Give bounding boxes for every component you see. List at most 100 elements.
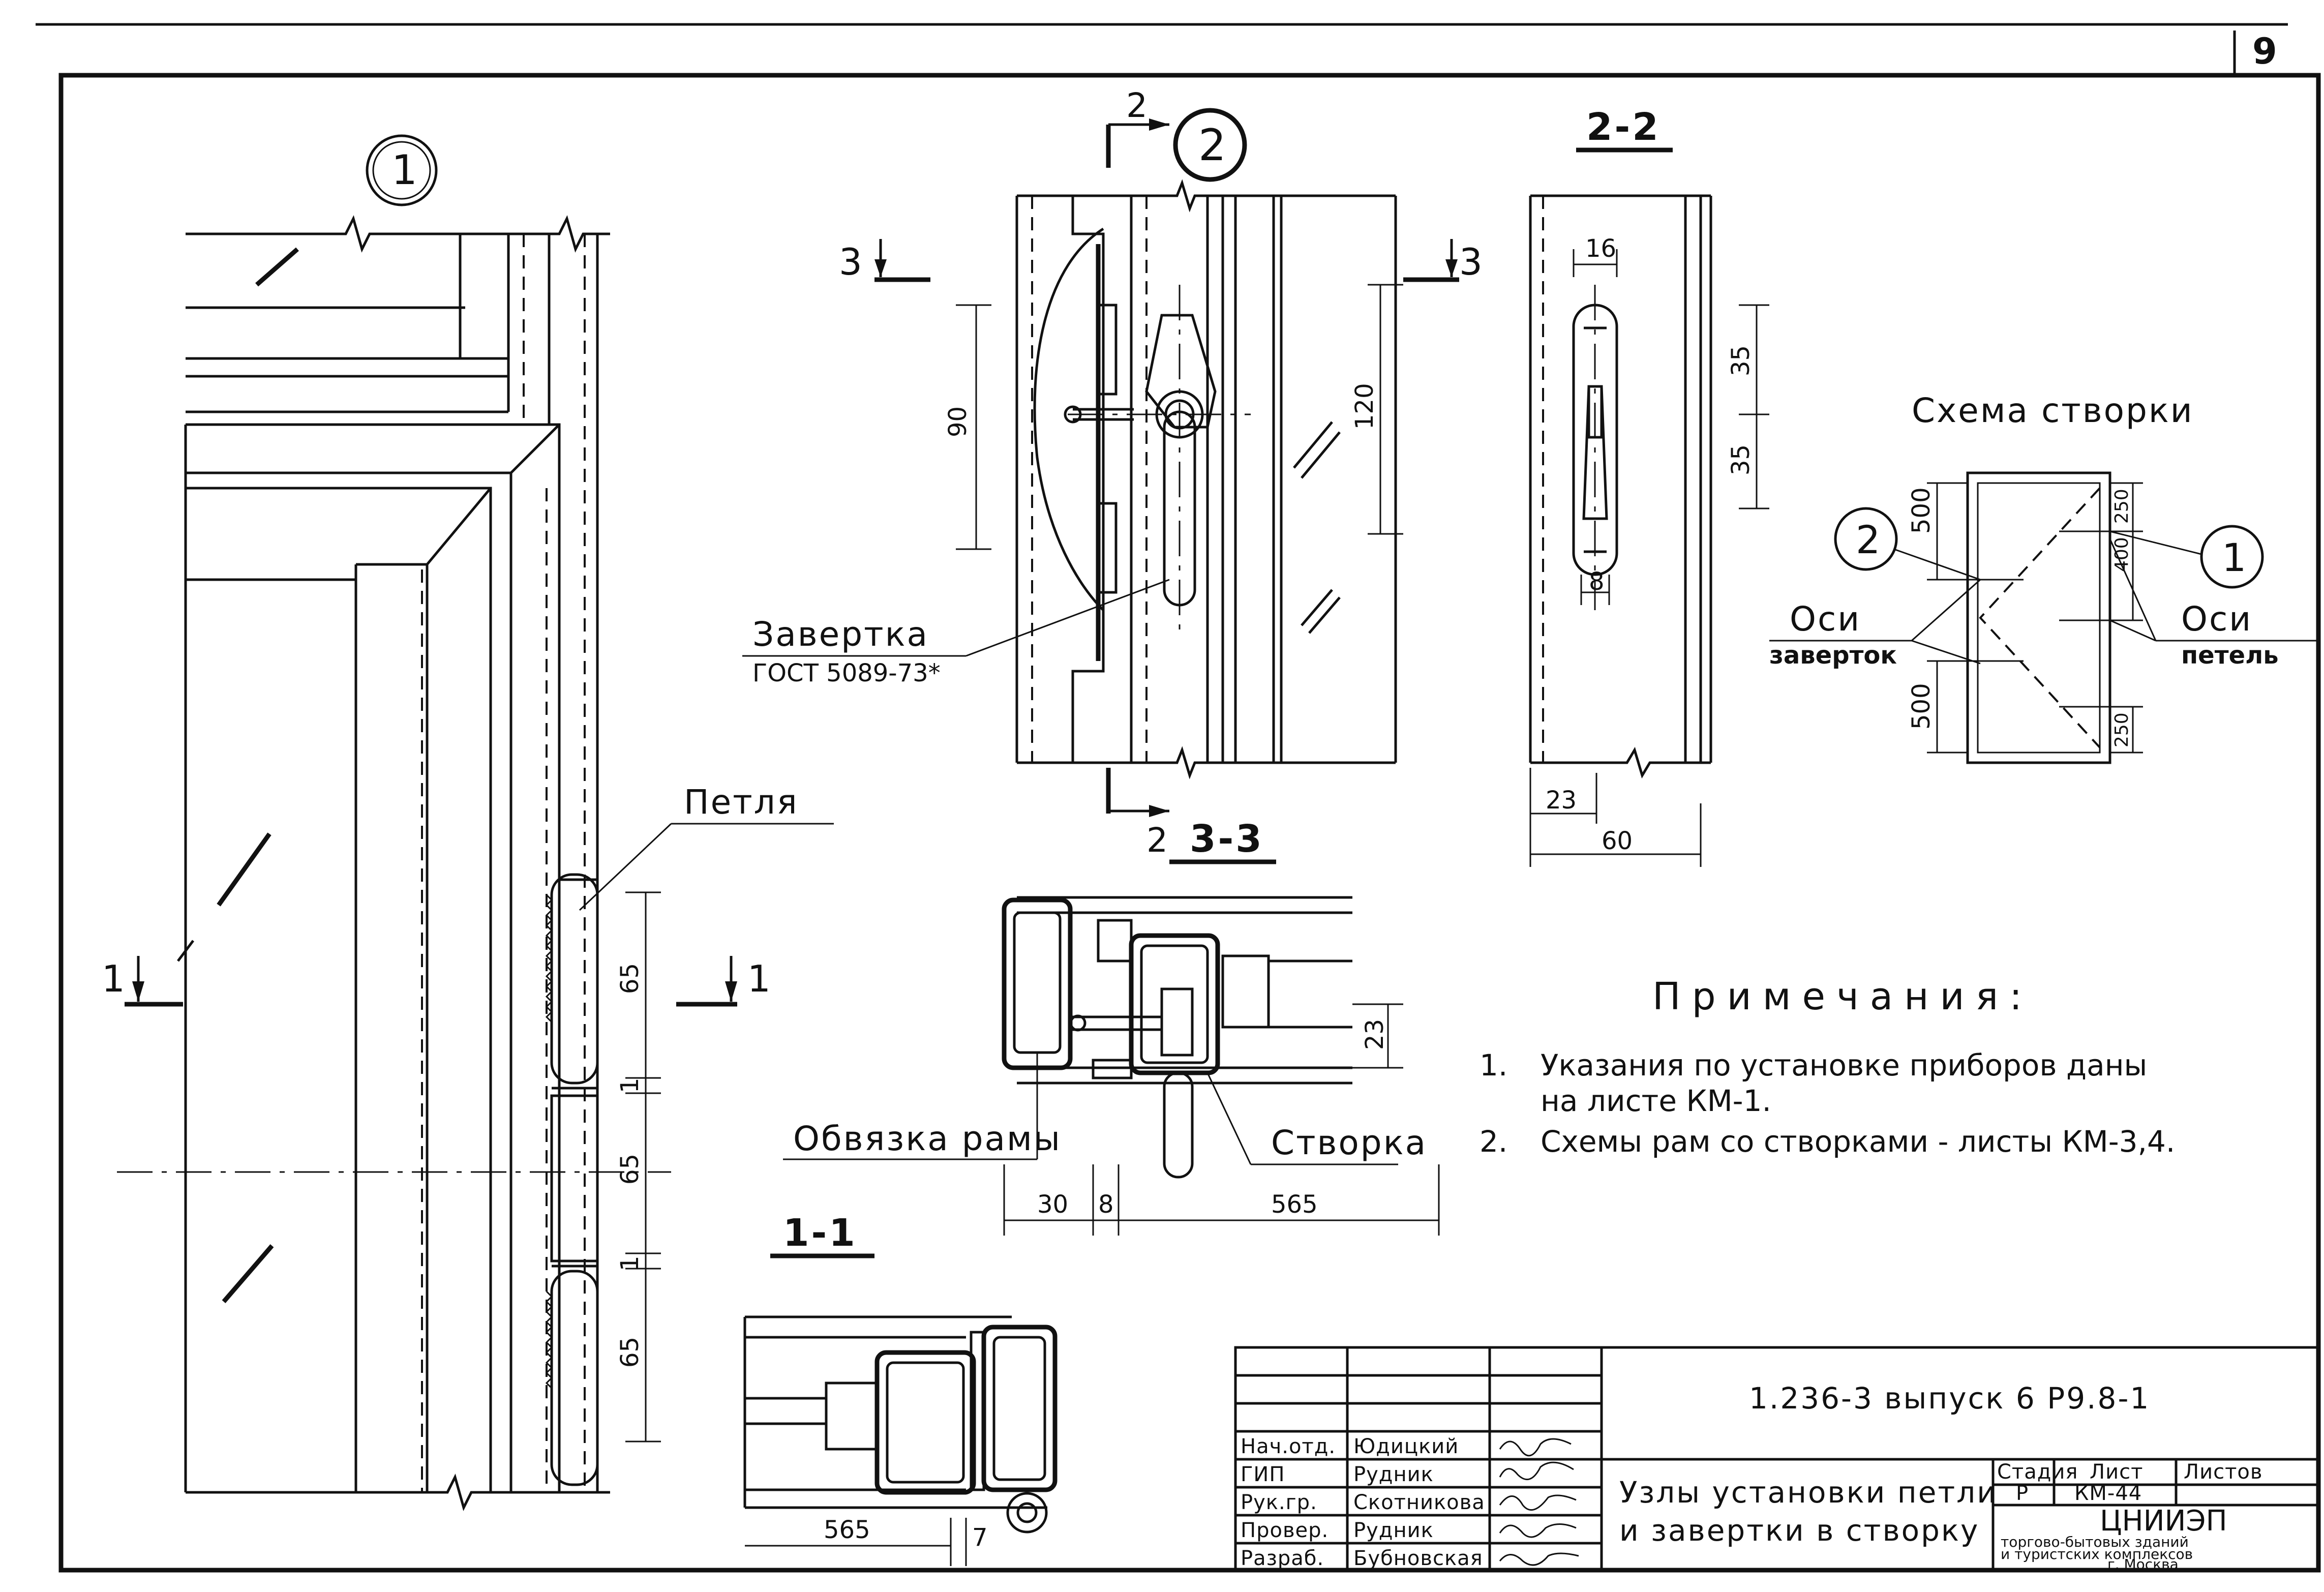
- svg-text:2: 2: [1198, 120, 1226, 171]
- frame-binding-label: Обвязка рамы: [783, 1053, 1062, 1160]
- svg-text:Узлы установки петли: Узлы установки петли: [1619, 1475, 1998, 1510]
- svg-text:35: 35: [1727, 444, 1755, 475]
- svg-text:8: 8: [1098, 1190, 1114, 1219]
- svg-text:1: 1: [616, 1077, 644, 1093]
- svg-text:торгово-бытовых зданий: торгово-бытовых зданий: [2001, 1534, 2189, 1550]
- svg-text:8: 8: [1589, 567, 1605, 596]
- svg-text:г. Москва: г. Москва: [2107, 1556, 2179, 1573]
- svg-text:35: 35: [1727, 345, 1755, 376]
- svg-text:1: 1: [747, 957, 771, 1000]
- svg-text:Створка: Створка: [1271, 1123, 1427, 1162]
- svg-text:ГОСТ 5089-73*: ГОСТ 5089-73*: [752, 659, 941, 687]
- svg-text:90: 90: [944, 406, 972, 437]
- svg-text:Рук.гр.: Рук.гр.: [1241, 1491, 1317, 1514]
- svg-text:65: 65: [616, 1337, 644, 1368]
- svg-text:30: 30: [1037, 1190, 1068, 1219]
- svg-text:Схема створки: Схема створки: [1912, 391, 2194, 430]
- svg-text:1: 1: [2222, 535, 2246, 580]
- svg-text:петель: петель: [2181, 641, 2279, 670]
- svg-text:Рудник: Рудник: [1353, 1519, 1434, 1542]
- svg-text:Юдицкий: Юдицкий: [1353, 1435, 1459, 1458]
- svg-text:Оси: Оси: [1790, 599, 1861, 639]
- svg-text:60: 60: [1602, 827, 1633, 855]
- svg-text:Обвязка рамы: Обвязка рамы: [793, 1119, 1062, 1158]
- signature-4: [1499, 1523, 1577, 1538]
- svg-text:Р: Р: [2016, 1482, 2029, 1505]
- node1-marker: 1: [366, 134, 438, 206]
- svg-text:2: 2: [1146, 821, 1168, 860]
- svg-text:23: 23: [1546, 786, 1577, 815]
- svg-text:ЦНИИЭП: ЦНИИЭП: [2100, 1505, 2227, 1538]
- svg-text:Стадия: Стадия: [1997, 1460, 2078, 1484]
- svg-text:и завертки в створку: и завертки в створку: [1619, 1513, 1979, 1548]
- svg-text:65: 65: [616, 1154, 644, 1185]
- svg-text:2.: 2.: [1480, 1124, 1507, 1159]
- svg-text:Бубновская: Бубновская: [1353, 1547, 1483, 1570]
- svg-text:1: 1: [616, 1255, 644, 1271]
- sheet-border: [36, 23, 2321, 1573]
- cut-1-marks: 1 1: [102, 956, 771, 1007]
- svg-text:500: 500: [1907, 683, 1936, 730]
- node2-view: 90 120: [944, 179, 1403, 779]
- doc-code: 1.236-3 выпуск 6 Р9.8-1: [1749, 1381, 2150, 1416]
- svg-text:250: 250: [2111, 489, 2132, 524]
- svg-text:2-2: 2-2: [1586, 105, 1661, 149]
- svg-text:7: 7: [972, 1523, 988, 1552]
- latch-label: Завертка ГОСТ 5089-73*: [742, 579, 1170, 687]
- signature-1: [1499, 1438, 1572, 1457]
- page-number: 9: [2252, 31, 2277, 72]
- svg-text:заверток: заверток: [1769, 641, 1897, 670]
- svg-text:1-1: 1-1: [783, 1211, 857, 1255]
- section-2-2: 2-2 16 35 35 8 23 60: [1529, 105, 1769, 867]
- sash-scheme: Схема створки 500 500 250 400 250 2 1 Ос…: [1769, 391, 2318, 764]
- svg-text:на листе КМ-1.: на листе КМ-1.: [1541, 1084, 1771, 1118]
- svg-text:250: 250: [2111, 712, 2132, 747]
- section-1-1: 1-1 565 7: [743, 1211, 1058, 1566]
- sash-label: Створка: [1206, 1072, 1427, 1165]
- notes-block: Примечания: 1. Указания по установке при…: [1480, 975, 2175, 1159]
- svg-text:3: 3: [839, 241, 862, 283]
- signature-3: [1499, 1494, 1577, 1511]
- cut-2-marks: 2 2: [1106, 86, 1169, 860]
- svg-text:3: 3: [1459, 241, 1483, 283]
- svg-text:500: 500: [1907, 487, 1936, 534]
- svg-text:565: 565: [1271, 1190, 1318, 1219]
- svg-text:16: 16: [1585, 234, 1616, 263]
- svg-text:Разраб.: Разраб.: [1241, 1547, 1324, 1570]
- svg-text:Скотникова: Скотникова: [1353, 1491, 1485, 1514]
- svg-text:Оси: Оси: [2181, 599, 2252, 639]
- svg-text:65: 65: [616, 963, 644, 994]
- notes-title: Примечания:: [1652, 975, 2033, 1018]
- svg-text:Завертка: Завертка: [752, 615, 929, 654]
- hinge-label: Петля: [579, 783, 834, 911]
- svg-text:1.: 1.: [1480, 1048, 1507, 1083]
- svg-text:Листов: Листов: [2184, 1460, 2262, 1484]
- svg-text:Провер.: Провер.: [1241, 1519, 1329, 1542]
- title-block: 1.236-3 выпуск 6 Р9.8-1 Узлы установки п…: [1234, 1346, 2320, 1573]
- svg-text:Петля: Петля: [684, 783, 799, 822]
- svg-text:Рудник: Рудник: [1353, 1463, 1434, 1486]
- svg-text:565: 565: [824, 1516, 870, 1544]
- svg-text:ГИП: ГИП: [1241, 1463, 1285, 1486]
- svg-text:23: 23: [1361, 1019, 1389, 1050]
- signature-2: [1499, 1461, 1574, 1480]
- svg-text:КМ-44: КМ-44: [2074, 1482, 2142, 1505]
- svg-text:1: 1: [391, 146, 417, 194]
- node1-view: [117, 215, 671, 1511]
- svg-text:1: 1: [102, 957, 125, 1000]
- svg-text:и туристских комплексов: и туристских комплексов: [2001, 1546, 2193, 1563]
- svg-text:Указания по установке приборов: Указания по установке приборов даны: [1541, 1048, 2147, 1083]
- svg-text:120: 120: [1350, 383, 1379, 430]
- cut-3-marks: 3 3: [839, 239, 1483, 283]
- svg-text:2: 2: [1126, 86, 1148, 125]
- section-3-3: 3-3 23 30 8 565: [1002, 817, 1440, 1236]
- signature-5: [1499, 1552, 1579, 1566]
- node2-marker: 2: [1173, 108, 1247, 182]
- svg-text:Лист: Лист: [2090, 1460, 2143, 1484]
- hinge-dimensions: 65 1 65 1 65: [616, 891, 661, 1443]
- svg-text:3-3: 3-3: [1190, 817, 1264, 861]
- svg-text:2: 2: [1856, 517, 1880, 562]
- svg-text:Нач.отд.: Нач.отд.: [1241, 1435, 1336, 1458]
- svg-text:Схемы рам со створками - листы: Схемы рам со створками - листы КМ-3,4.: [1541, 1124, 2175, 1159]
